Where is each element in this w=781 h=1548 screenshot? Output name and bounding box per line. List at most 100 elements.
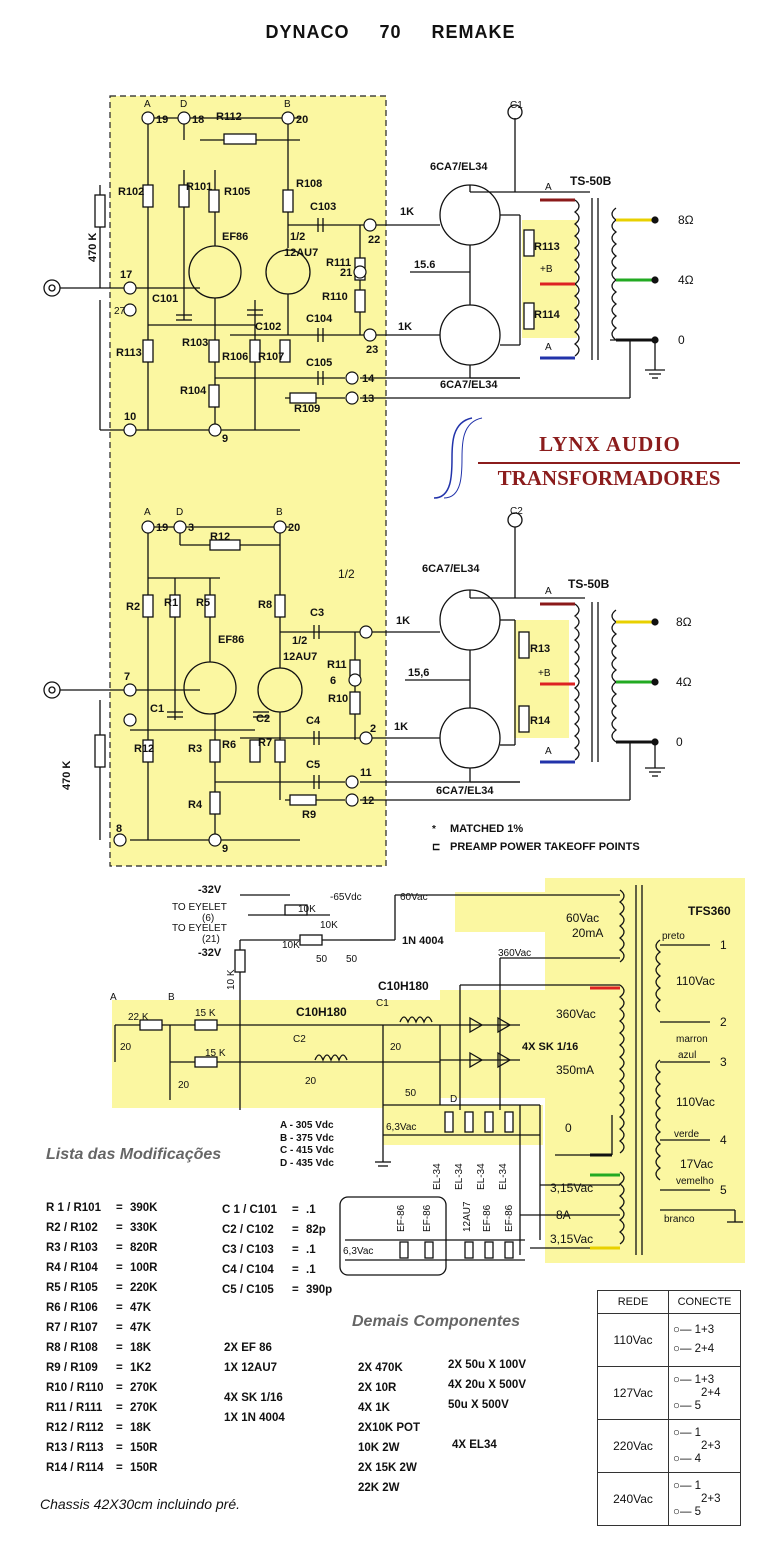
ps-ef86-2: EF-86	[422, 1204, 433, 1232]
mod-cap-row: C 1 / C101=.1	[222, 1204, 316, 1216]
ch2-4ohm: 4Ω	[676, 675, 692, 689]
ps-node-b: B	[168, 992, 175, 1003]
conn-header-row: REDE CONECTE	[597, 1290, 741, 1314]
demais-item: 10K 2W	[358, 1442, 400, 1454]
mod-row: R 1 / R101=390K	[46, 1202, 158, 1214]
ch2-c4: C4	[306, 715, 321, 727]
conn-rede: 220Vac	[597, 1419, 669, 1473]
ps-110vac-a: 110Vac	[676, 974, 715, 988]
ps-0: 0	[565, 1121, 572, 1135]
conn-cell: ○— 1 2+3 ○— 5	[668, 1472, 741, 1526]
mods-title: Lista das Modificações	[46, 1146, 222, 1163]
ps-t2: 2	[720, 1015, 727, 1029]
ch2-c1: C1	[150, 703, 164, 715]
ps-filter-panel	[112, 1000, 440, 1108]
mod-row: R14 / R114=150R	[46, 1462, 158, 1474]
ch2-r2: R2	[126, 601, 140, 613]
voltage-c: C - 415 Vdc	[280, 1145, 334, 1156]
ch1-r110: R110	[322, 291, 348, 303]
channel-1-schematic	[43, 104, 665, 431]
legend: * MATCHED 1% ⊏ PREAMP POWER TAKEOFF POIN…	[432, 823, 640, 853]
voltage-d: D - 435 Vdc	[280, 1157, 334, 1169]
ch2-node-19: 19	[156, 522, 168, 534]
ch1-r112: R112	[216, 111, 242, 123]
ch1-r103: R103	[182, 337, 208, 349]
ch1-r114: R114	[534, 309, 561, 321]
ch1-plus-b: +B	[540, 264, 553, 275]
ps-tfs360: TFS360	[688, 904, 731, 918]
ch1-r113-a: R113	[116, 347, 142, 359]
ps-m65vdc: -65Vdc	[330, 892, 362, 903]
ps-12au7: 12AU7	[462, 1201, 473, 1232]
mod-row: R11 / R111=270K	[46, 1402, 158, 1414]
ch1-ef86-label: EF86	[222, 231, 248, 243]
ps-50-c: 50	[405, 1088, 417, 1099]
ch1-node-23: 23	[366, 344, 378, 356]
ch1-node-27: 27	[114, 306, 126, 317]
ps-eyelet-21-num: (21)	[202, 934, 220, 945]
conn-cell: ○— 1+3 2+4 ○— 5	[668, 1366, 741, 1420]
ch1-a-top: A	[545, 182, 552, 193]
mod-cap-row: C4 / C104=.1	[222, 1264, 316, 1276]
ps-50-b: 50	[346, 954, 358, 965]
demais-item: 2X 10R	[358, 1382, 397, 1394]
demais-item	[448, 1415, 526, 1435]
ps-315vac-b: 3,15Vac	[550, 1232, 593, 1246]
demais-item: 2X 50u X 100V	[448, 1359, 526, 1371]
ch1-r106: R106	[222, 351, 248, 363]
ch1-el34-bottom: 6CA7/EL34	[440, 379, 498, 391]
brand-line-2: TRANSFORMADORES	[478, 462, 740, 491]
voltage-b: B - 375 Vdc	[280, 1132, 334, 1144]
ch2-r12-b: R12	[134, 743, 154, 755]
ps-ef86-1: EF-86	[396, 1204, 407, 1232]
ch2-r11: R11	[327, 659, 347, 671]
ch2-node-d: D	[176, 507, 183, 518]
ch2-colored-wires	[540, 602, 655, 764]
brand-line-1: LYNX AUDIO	[539, 432, 681, 456]
demais-item: 22K 2W	[358, 1482, 400, 1494]
conn-cell: ○— 1+3 ○— 2+4	[668, 1313, 741, 1367]
ch2-node-8: 8	[116, 823, 122, 835]
ps-63vac-a: 6,3Vac	[386, 1122, 416, 1133]
svg-text:*: *	[432, 824, 436, 835]
mod-row: R8 / R108=18K	[46, 1342, 152, 1354]
ps-branco: branco	[664, 1214, 695, 1225]
ps-t3: 3	[720, 1055, 727, 1069]
ch1-node-20: 20	[296, 114, 308, 126]
ps-t1: 1	[720, 938, 727, 952]
ch1-node-19: 19	[156, 114, 168, 126]
ch1-c102: C102	[255, 321, 281, 333]
ps-20-d: 20	[390, 1042, 402, 1053]
ch2-a-top: A	[545, 586, 552, 597]
eyelet-terminals	[113, 111, 659, 847]
connection-table: REDE CONECTE 110Vac ○— 1+3 ○— 2+4 127Vac…	[597, 1290, 741, 1526]
ch1-r111: R111	[326, 257, 351, 269]
ch2-node-2: 2	[370, 723, 376, 735]
ps-m32v-b: -32V	[198, 947, 222, 959]
ps-60vac-b: 60Vac	[566, 911, 599, 925]
ch1-node-9: 9	[222, 433, 228, 445]
mod-cap-row: C2 / C102=82p	[222, 1224, 326, 1236]
ch1-node-21: 21	[340, 267, 352, 279]
mod-cap-row: C3 / C103=.1	[222, 1244, 316, 1256]
ch2-el34-top: 6CA7/EL34	[422, 563, 480, 575]
preamp-board-outline	[109, 95, 387, 867]
channel-2-schematic	[43, 512, 665, 841]
ps-m32v-a: -32V	[198, 884, 222, 896]
ch2-el34-bottom: 6CA7/EL34	[436, 785, 494, 797]
power-trafo-panel	[545, 878, 745, 1263]
ps-60vac-panel	[455, 892, 550, 932]
ps-20-b: 20	[178, 1080, 190, 1091]
ps-8a: 8A	[556, 1208, 571, 1222]
ch2-node-20: 20	[288, 522, 300, 534]
ps-el34-2: EL-34	[454, 1163, 465, 1190]
ch2-c5: C5	[306, 759, 320, 771]
mod-row: R13 / R113=150R	[46, 1442, 158, 1454]
mods-tubes-list: 2X EF 86 1X 12AU7 4X SK 1/16 1X 1N 4004	[224, 1338, 285, 1428]
ps-labels: -32V TO EYELET (6) TO EYELET (21) -32V 1…	[110, 884, 731, 1257]
ch2-r6: R6	[222, 739, 236, 751]
ch1-ts50b: TS-50B	[570, 174, 612, 188]
ch2-0: 0	[676, 735, 683, 749]
conn-row: 127Vac ○— 1+3 2+4 ○— 5	[597, 1366, 741, 1420]
ch1-half-label: 1/2	[290, 231, 305, 243]
